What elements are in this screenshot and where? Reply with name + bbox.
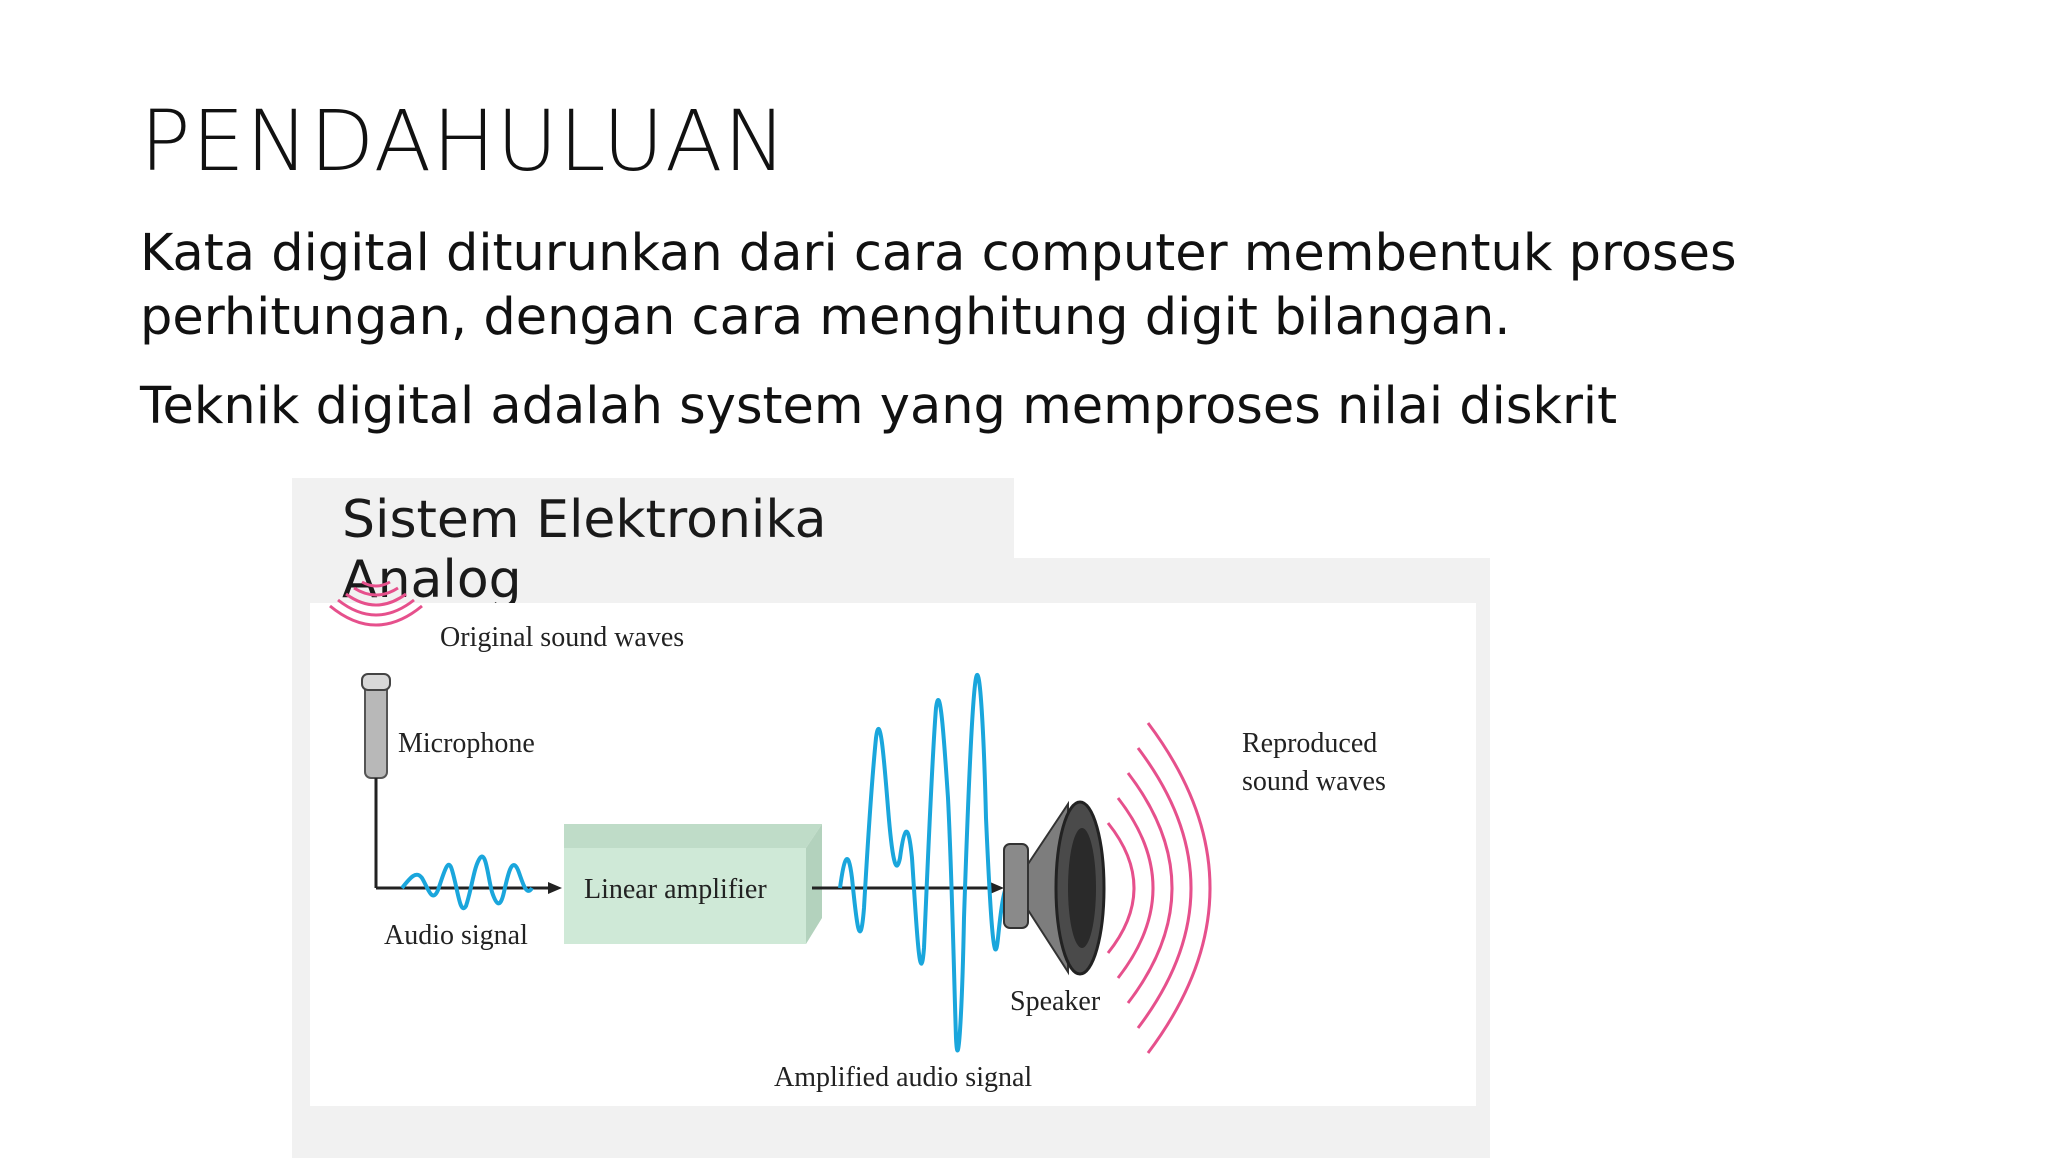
label-microphone: Microphone <box>398 728 535 759</box>
audio-signal-wave <box>400 854 534 911</box>
figure-title: Sistem Elektronika Analog <box>342 490 827 610</box>
speaker-icon <box>1003 800 1106 976</box>
definition-paragraph: Teknik digital adalah system yang mempro… <box>140 377 1618 436</box>
label-linear-amplifier: Linear amplifier <box>584 874 767 905</box>
arrow-to-speaker <box>990 882 1004 894</box>
label-audio-signal: Audio signal <box>384 920 528 951</box>
reproduced-sound-waves <box>1106 722 1212 1054</box>
slide-title: PENDAHULUAN <box>140 92 788 190</box>
amplified-signal-wave <box>838 673 1012 1053</box>
label-reproduced-1: Reproduced <box>1242 728 1377 759</box>
microphone-icon <box>361 673 391 888</box>
label-speaker: Speaker <box>1010 986 1101 1017</box>
analog-system-figure: Sistem Elektronika Analog <box>292 478 1490 1158</box>
intro-paragraph: Kata digital diturunkan dari cara comput… <box>140 224 1737 347</box>
linear-amplifier-box <box>564 824 822 944</box>
original-sound-waves <box>329 580 423 627</box>
label-amplified-signal: Amplified audio signal <box>774 1062 1032 1093</box>
label-reproduced-2: sound waves <box>1242 766 1386 797</box>
label-original-sound: Original sound waves <box>440 622 684 653</box>
arrow-to-amplifier <box>548 882 562 894</box>
analog-diagram: Original sound waves Microphone Audio si… <box>329 580 1386 1093</box>
figure-title-box: Sistem Elektronika Analog <box>292 478 1014 610</box>
